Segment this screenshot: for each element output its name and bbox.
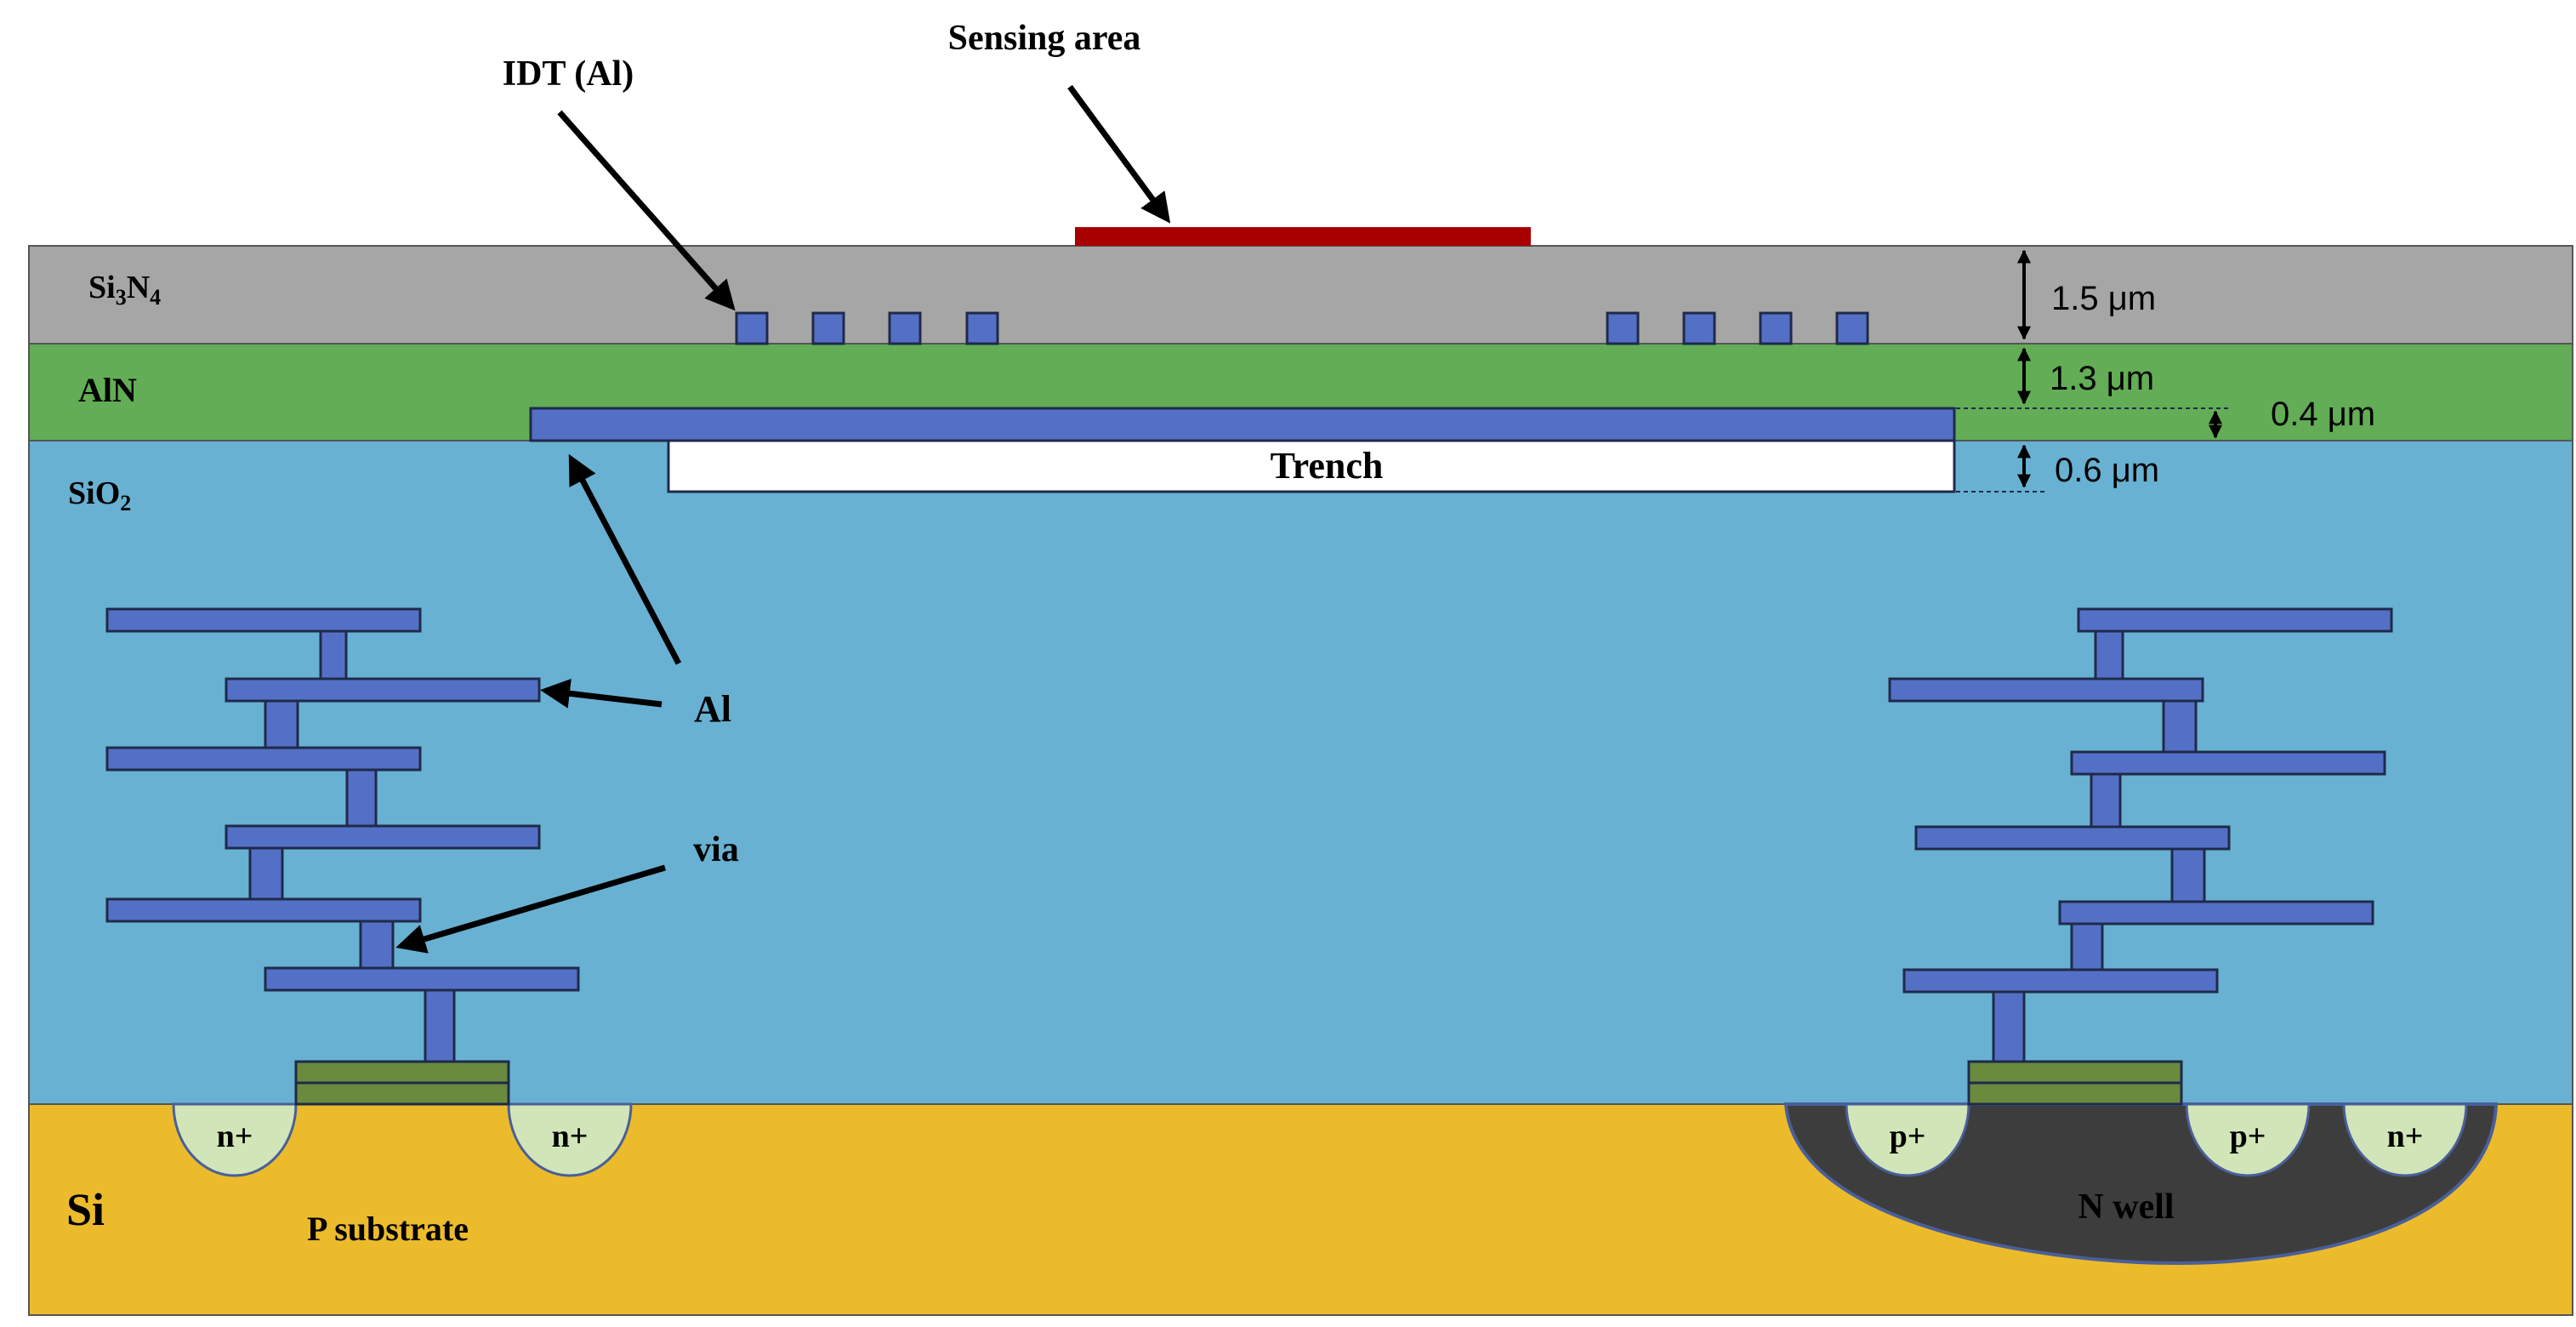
via-arrow — [395, 864, 666, 954]
metal-line — [1888, 677, 2204, 703]
n-plus-diffusion-right — [507, 1102, 633, 1177]
idt-finger — [1682, 311, 1716, 345]
idt-finger — [888, 311, 922, 345]
metal-line — [225, 824, 541, 850]
metal-line — [105, 607, 422, 633]
via — [424, 988, 456, 1063]
via — [2094, 629, 2124, 681]
idt-finger — [811, 311, 845, 345]
metal-line — [2058, 900, 2374, 925]
idt-arrow — [557, 110, 736, 311]
via — [2090, 772, 2122, 829]
label-sio2: SiO2 — [68, 476, 131, 515]
si3n4-sub1: 3 — [116, 285, 127, 310]
sensing-area — [1075, 227, 1531, 246]
label-via: via — [693, 830, 739, 869]
metal-line — [105, 897, 422, 923]
metal-line — [105, 746, 422, 772]
via — [248, 846, 284, 901]
via — [319, 629, 348, 681]
label-n-plus-left: n+ — [217, 1119, 253, 1154]
gate-right-top — [1967, 1060, 2183, 1085]
sio2-sub: 2 — [120, 491, 131, 515]
via — [264, 699, 299, 749]
trench — [667, 439, 1956, 493]
p-plus-diffusion-right — [2185, 1102, 2311, 1177]
label-dim-trench: 0.6 μm — [2055, 452, 2159, 489]
metal-line — [2077, 607, 2393, 633]
idt-finger — [965, 311, 999, 345]
label-n-plus-nwell: n+ — [2387, 1119, 2424, 1154]
gate-right-bottom — [1967, 1081, 2183, 1106]
idt-finger — [1606, 311, 1640, 345]
via — [1992, 990, 2026, 1063]
label-si3n4: Si3N4 — [88, 270, 161, 310]
n-plus-diffusion-nwell — [2342, 1102, 2468, 1177]
gate-left-top — [294, 1060, 510, 1085]
metal-line — [225, 677, 541, 703]
label-si: Si — [66, 1184, 105, 1235]
si3n4-part1: Si — [88, 270, 116, 305]
label-p-plus-right: p+ — [2230, 1119, 2266, 1154]
label-n-well: N well — [2078, 1187, 2174, 1227]
n-plus-diffusion-left — [172, 1102, 298, 1177]
label-idt: IDT (Al) — [503, 54, 634, 94]
interconnect-stack-left — [105, 607, 580, 1063]
idt-fingers — [735, 311, 1869, 345]
interconnect-stack-right — [1888, 607, 2393, 1063]
si3n4-sub2: 4 — [150, 285, 161, 310]
via — [345, 768, 378, 828]
label-trench: Trench — [1271, 445, 1384, 487]
label-p-substrate: P substrate — [307, 1210, 469, 1248]
label-dim-electrode: 0.4 μm — [2271, 396, 2375, 433]
label-dim-aln: 1.3 μm — [2050, 360, 2154, 397]
bottom-electrode — [529, 407, 1956, 442]
metal-line — [1902, 968, 2219, 994]
sio2-part1: SiO — [68, 476, 120, 511]
n-well-region — [1783, 1102, 2499, 1266]
label-al: Al — [694, 688, 731, 730]
via — [359, 920, 395, 970]
si3n4-layer — [28, 245, 2573, 345]
idt-finger — [735, 311, 769, 345]
label-sensing-area: Sensing area — [948, 19, 1141, 58]
al-arrow-electrode — [568, 453, 682, 665]
idt-finger — [1835, 311, 1869, 345]
metal-line — [2070, 750, 2386, 776]
gate-left-bottom — [294, 1081, 510, 1106]
metal-line — [264, 966, 580, 992]
sensing-area-arrow — [1067, 84, 1171, 224]
label-dim-si3n4: 1.5 μm — [2051, 280, 2156, 317]
si3n4-part2: N — [127, 270, 150, 305]
al-arrow-metal — [540, 678, 662, 709]
label-n-plus-right: n+ — [552, 1119, 589, 1154]
label-aln: AlN — [78, 371, 137, 409]
p-plus-diffusion-left — [1845, 1102, 1970, 1177]
label-p-plus-left: p+ — [1890, 1119, 1926, 1154]
via — [2170, 847, 2206, 903]
metal-line — [1914, 825, 2231, 851]
idt-finger — [1759, 311, 1793, 345]
via — [2070, 922, 2104, 971]
via — [2162, 699, 2198, 754]
